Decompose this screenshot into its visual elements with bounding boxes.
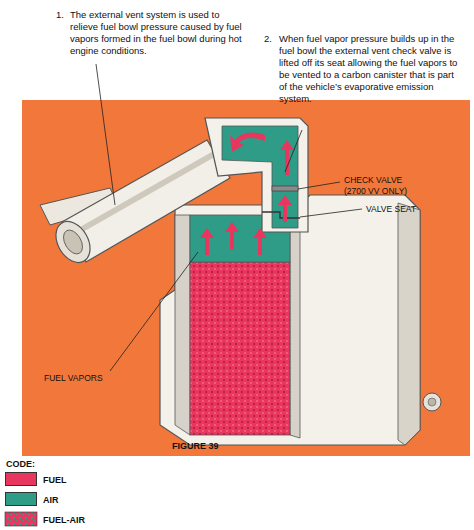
part-label: CHECK VALVE	[344, 174, 402, 186]
vapor-arrow	[253, 228, 267, 255]
callout-note: When fuel vapor pressure builds up in th…	[279, 33, 459, 105]
fitting	[428, 398, 436, 406]
tube-bore	[60, 227, 87, 258]
leader-line	[298, 182, 340, 189]
vent-channel-air	[222, 126, 298, 228]
vapor-arrow	[225, 222, 239, 250]
legend-swatch	[5, 472, 37, 486]
fitting	[423, 393, 441, 411]
legend-swatch	[5, 512, 37, 526]
tube-shading	[70, 154, 214, 236]
vapor-arrow	[200, 228, 214, 255]
legend-text: FUEL-AIR	[43, 514, 85, 526]
check-valve	[272, 186, 298, 191]
part-label: (2700 VV ONLY)	[344, 185, 407, 197]
callout-note: The external vent system is used to reli…	[70, 9, 246, 57]
legend-swatch	[5, 492, 37, 506]
callout-number: 2.	[264, 33, 278, 45]
vapor-arrow	[230, 132, 265, 152]
vapor-arrow	[280, 140, 294, 175]
legend-text: FUEL	[43, 474, 67, 486]
leader-line	[110, 252, 198, 371]
fuel-area	[190, 262, 290, 435]
part-label: VALVE SEAT	[366, 203, 416, 215]
vapor-arrow	[278, 195, 292, 222]
leader-line	[285, 130, 302, 172]
housing-side	[398, 203, 420, 445]
figure-caption: FIGURE 39	[172, 440, 219, 452]
orange-background	[22, 100, 470, 456]
cutaway-wall	[175, 215, 190, 435]
valve-seat	[262, 212, 300, 218]
vent-housing	[205, 118, 308, 232]
leader-line	[96, 64, 115, 205]
legend-text: AIR	[43, 494, 59, 506]
cutaway-wall	[290, 210, 300, 438]
leader-line	[300, 209, 362, 217]
tube-end	[49, 215, 97, 268]
callout-number: 1.	[56, 9, 70, 21]
legend-heading: CODE:	[6, 458, 35, 470]
part-label: FUEL VAPORS	[44, 372, 103, 384]
